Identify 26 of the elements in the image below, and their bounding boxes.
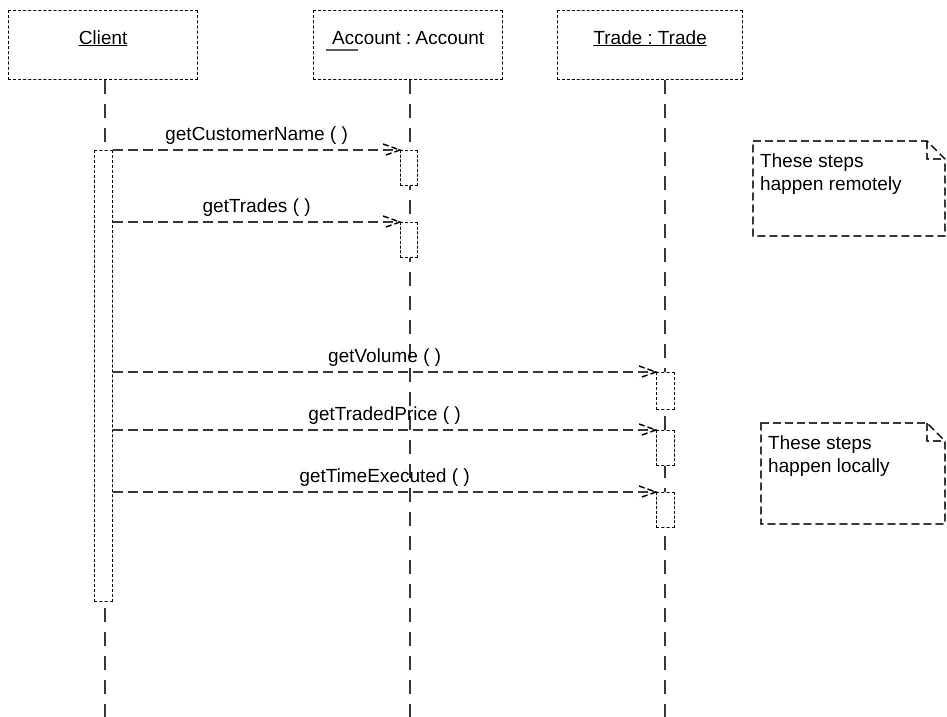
- note-text: These steps happen remotely: [760, 150, 903, 196]
- message-arrow: [113, 485, 657, 499]
- message-label: getCustomerName ( ): [164, 123, 349, 146]
- activation-bar: [656, 430, 675, 466]
- object-box: [8, 10, 198, 80]
- note-text: These steps happen locally: [768, 432, 890, 478]
- activation-bar: [400, 222, 418, 258]
- message-arrow: [113, 423, 657, 437]
- activation-bar: [656, 372, 675, 410]
- activation-bar: [656, 492, 675, 528]
- object-box: [313, 10, 503, 80]
- message-arrow: [113, 365, 657, 379]
- activation-bar: [400, 150, 418, 186]
- object-box: [557, 10, 743, 80]
- object-name: Trade : Trade: [592, 27, 708, 50]
- note-box: [760, 422, 947, 526]
- message-arrow: [113, 215, 401, 229]
- message-label: getTradedPrice ( ): [307, 403, 462, 426]
- note-box: [752, 140, 947, 238]
- activation-bar: [94, 150, 113, 602]
- message-label: getTimeExecuted ( ): [298, 465, 471, 488]
- object-name: Account : Account: [330, 27, 486, 50]
- message-arrow: [113, 143, 401, 157]
- message-label: getVolume ( ): [327, 345, 442, 368]
- object-name: Client: [78, 27, 128, 50]
- message-label: getTrades ( ): [201, 195, 312, 218]
